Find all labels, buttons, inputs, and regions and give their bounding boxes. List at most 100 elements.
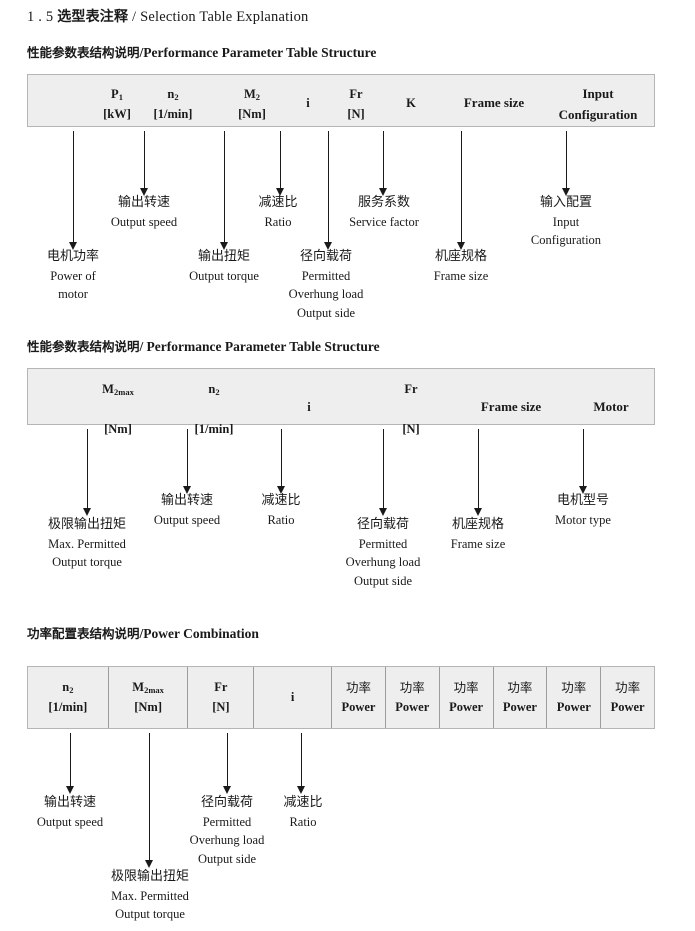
table2-col-fr-unit: [N] — [402, 422, 420, 436]
page-title-separator: / — [132, 9, 137, 25]
table3-col-m2max-unit: [Nm] — [134, 699, 162, 714]
annotation-output-speed-cn: 输出转速 — [117, 195, 170, 210]
arrow-to-ratio — [276, 131, 284, 196]
arrow-to-output-speed-3 — [66, 733, 74, 794]
arrow-to-motor-type-2 — [579, 429, 587, 494]
annotation-frame-size-2-cn: 机座规格 — [451, 517, 504, 532]
table3-col-power-1: 功率 Power — [331, 667, 385, 728]
annotation-motor-type-2-cn: 电机型号 — [556, 493, 609, 508]
annotation-input-configuration: 输入配置 Input Configuration — [531, 193, 601, 250]
table1-col-frame-size-symbol: Frame size — [463, 95, 525, 110]
table1-col-n2: n2 [1/min] — [154, 84, 193, 124]
annotation-permitted-overhung-load-3-cn: 径向载荷 — [200, 795, 254, 810]
arrow-to-max-permitted-output-torque-3 — [145, 733, 153, 868]
annotation-output-speed-en-1: Output speed — [110, 214, 178, 229]
annotation-permitted-overhung-load: 径向载荷 Permitted Overhung load Output side — [289, 247, 364, 323]
table3-col-power-3-cn: 功率 — [453, 679, 479, 695]
table3-col-power-2: 功率 Power — [384, 667, 439, 728]
table3-col-n2-symbol: n — [62, 680, 70, 695]
annotation-frame-size-cn: 机座规格 — [434, 249, 487, 264]
table1-col-m2-unit: [Nm] — [238, 107, 266, 121]
table2-col-i: i — [307, 397, 310, 417]
annotation-output-torque-en-1: Output torque — [189, 268, 259, 283]
arrow-to-frame-size-2 — [474, 429, 482, 516]
table2-col-m2max-symbol: M — [102, 382, 114, 396]
annotation-service-factor-cn: 服务系数 — [357, 195, 411, 210]
table2-col-n2-unit: [1/min] — [194, 422, 234, 436]
table3-col-power-5-cn: 功率 — [561, 679, 587, 695]
section-heading-1: 性能参数表结构说明/Performance Parameter Table St… — [27, 42, 376, 61]
annotation-frame-size-en-1: Frame size — [433, 268, 489, 283]
table3-col-power-2-cn: 功率 — [399, 679, 425, 695]
annotation-service-factor-en-1: Service factor — [349, 214, 419, 229]
table1-col-k-symbol: K — [406, 96, 416, 110]
table1-col-fr-symbol: Fr — [349, 87, 363, 101]
table1-col-fr: Fr [N] — [347, 84, 364, 124]
table2-col-fr-symbol: Fr — [404, 382, 418, 396]
annotation-power-of-motor-en-1: Power of — [50, 268, 96, 283]
annotation-permitted-overhung-load-2-en-1: Permitted — [358, 536, 408, 551]
table1-col-frame-size: Frame size — [464, 93, 524, 114]
arrow-to-permitted-overhung-load-3 — [223, 733, 231, 794]
section-heading-1-cn: 性能参数表结构说明 — [27, 45, 140, 60]
table3-col-fr-unit: [N] — [212, 699, 230, 714]
annotation-input-configuration-en-2: Configuration — [530, 233, 602, 248]
annotation-output-speed-3-en-1: Output speed — [36, 814, 104, 829]
table3-col-power-5: 功率 Power — [546, 667, 600, 728]
table3-col-power-6-en: Power — [610, 700, 645, 714]
table3-col-m2max: M2max [Nm] — [107, 667, 188, 728]
annotation-permitted-overhung-load-3-en-1: Permitted — [202, 814, 252, 829]
power-combination-table: n2 [1/min] M2max [Nm] Fr [N] i 功率 Power — [27, 666, 655, 729]
table3-col-power-6: 功率 Power — [600, 667, 654, 728]
table3-col-i-symbol: i — [290, 689, 295, 704]
annotation-ratio-3-en-1: Ratio — [289, 814, 317, 829]
table1-col-n2-unit: [1/min] — [153, 107, 193, 121]
annotation-permitted-overhung-load-2: 径向载荷 Permitted Overhung load Output side — [346, 515, 421, 591]
annotation-output-speed-2-cn: 输出转速 — [160, 493, 213, 508]
table2-col-m2max-unit: [Nm] — [104, 422, 132, 436]
annotation-ratio-2-en-1: Ratio — [267, 512, 295, 527]
annotation-output-speed: 输出转速 Output speed — [111, 193, 177, 231]
annotation-max-permitted-output-torque-2-cn: 极限输出扭矩 — [47, 517, 127, 532]
section-heading-3-cn: 功率配置表结构说明 — [27, 626, 140, 641]
table3-col-power-3-en: Power — [449, 700, 484, 714]
annotation-ratio-3: 减速比 Ratio — [283, 793, 322, 831]
annotation-permitted-overhung-load-cn: 径向载荷 — [299, 249, 353, 264]
table2-col-motor-symbol: Motor — [593, 399, 629, 414]
table1-col-n2-symbol: n — [167, 87, 175, 101]
section-heading-2: 性能参数表结构说明/ Performance Parameter Table S… — [27, 336, 380, 355]
table1-col-input-configuration-unit: Configuration — [558, 106, 638, 122]
page-title-en: Selection Table Explanation — [140, 9, 309, 25]
table3-col-m2max-subscript: 2max — [144, 685, 164, 696]
annotation-power-of-motor-en-2: motor — [58, 287, 88, 302]
annotation-ratio-2-cn: 减速比 — [261, 493, 301, 508]
arrow-to-frame-size — [457, 131, 465, 250]
annotation-max-permitted-output-torque-2-en-1: Max. Permitted — [48, 536, 126, 551]
annotation-output-speed-2: 输出转速 Output speed — [154, 491, 220, 529]
section-heading-2-cn: 性能参数表结构说明 — [27, 339, 140, 354]
table1-col-i: i — [306, 93, 309, 113]
table3-col-i: i — [253, 667, 331, 728]
annotation-permitted-overhung-load-2-en-2: Overhung load — [345, 555, 421, 570]
arrow-to-ratio-3 — [297, 733, 305, 794]
table3-col-power-6-cn: 功率 — [615, 679, 641, 695]
table3-col-power-1-en: Power — [341, 700, 376, 714]
arrow-to-permitted-overhung-load — [324, 131, 332, 250]
table2-col-n2: n2 [1/min] — [195, 379, 234, 439]
annotation-motor-type-2: 电机型号 Motor type — [555, 491, 611, 529]
section-heading-1-en: Performance Parameter Table Structure — [143, 45, 377, 60]
table1-col-m2-symbol: M — [243, 87, 256, 101]
table3-col-power-4: 功率 Power — [492, 667, 547, 728]
section-heading-2-en: Performance Parameter Table Structure — [146, 339, 380, 354]
table2-col-frame-size-symbol: Frame size — [480, 399, 542, 414]
annotation-permitted-overhung-load-3-en-3: Output side — [198, 852, 256, 866]
annotation-permitted-overhung-load-2-cn: 径向载荷 — [356, 517, 410, 532]
arrow-to-service-factor — [379, 131, 387, 196]
arrow-to-input-configuration — [562, 131, 570, 196]
annotation-frame-size: 机座规格 Frame size — [434, 247, 489, 285]
table3-col-power-1-cn: 功率 — [345, 679, 371, 695]
table2-col-m2max: M2max [Nm] — [102, 379, 134, 439]
performance-parameter-table-1: P1 [kW] n2 [1/min] M2 [Nm] i Fr [N] K Fr… — [27, 74, 655, 127]
table2-col-fr: Fr [N] — [402, 379, 419, 439]
table1-col-p1-unit: [kW] — [103, 107, 131, 121]
